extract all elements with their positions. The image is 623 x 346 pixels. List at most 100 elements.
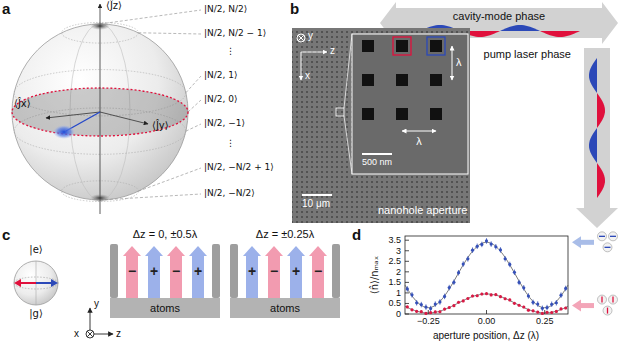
data-point <box>410 293 413 296</box>
axis-letter: z <box>330 45 335 57</box>
bloch-state: |g⟩ <box>29 308 43 320</box>
state-icon <box>598 295 607 304</box>
spin-arrowhead <box>51 279 58 287</box>
into-page-symbol <box>86 330 94 338</box>
nanohole <box>430 40 442 52</box>
data-point <box>443 295 446 298</box>
axis-letter: x <box>74 328 79 340</box>
sem-image <box>292 28 470 223</box>
data-point <box>429 307 432 310</box>
state-icon-arrow <box>599 236 605 237</box>
data-point <box>466 257 469 260</box>
data-point <box>504 297 507 300</box>
axis-arrow <box>301 52 327 53</box>
axis-title: aperture position, Δz (λ) <box>433 330 539 342</box>
state-icon-arrow <box>601 297 602 303</box>
field-arrowhead <box>243 246 261 256</box>
nanohole <box>430 74 442 86</box>
into-page-symbol <box>297 34 305 42</box>
panel-letter: a <box>2 0 10 17</box>
state-icon-arrow <box>612 297 613 303</box>
zoom-inset <box>352 34 468 174</box>
ellipsis: ⋮ <box>226 138 235 148</box>
nanohole <box>396 74 408 86</box>
data-point <box>564 306 567 309</box>
data-point <box>504 257 507 260</box>
atom-layer: atoms <box>230 298 340 318</box>
data-point <box>541 312 544 315</box>
tick-label: 2 <box>396 267 401 277</box>
illustration <box>12 2 618 338</box>
data-point <box>424 306 427 309</box>
cavity-mirror <box>332 244 340 298</box>
data-point <box>424 312 427 315</box>
data-point <box>564 287 567 290</box>
data-point <box>541 307 544 310</box>
state-icon <box>598 232 607 241</box>
field-arrow <box>312 256 324 298</box>
condition-label: Δz = ±0.25λ <box>256 228 314 241</box>
scale-label: 500 nm <box>362 157 392 167</box>
leader-line <box>188 100 201 112</box>
arrow-label: cavity-mode phase <box>453 10 545 23</box>
axis-letter: z <box>116 328 121 340</box>
charge-sign: + <box>248 263 256 279</box>
fit-curve <box>405 242 568 307</box>
scale-bar <box>362 153 392 155</box>
leader-line <box>186 124 201 131</box>
data-point <box>522 286 525 289</box>
panel-letter: b <box>290 0 299 17</box>
axis-label: ⟨Ĵy⟩ <box>152 120 169 132</box>
cavity-mirror <box>110 244 118 298</box>
field-arrow <box>170 256 182 298</box>
ket-state: |N/2, 1⟩ <box>204 70 237 80</box>
field-arrowhead <box>265 246 283 256</box>
bloch-sphere <box>14 261 58 305</box>
data-point <box>457 271 460 274</box>
panel-letter: d <box>352 226 361 243</box>
condition-label: Δz = 0, ±0.5λ <box>133 228 197 241</box>
highlight-box <box>427 37 445 55</box>
scale-label: 10 μm <box>302 198 330 210</box>
data-point <box>466 297 469 300</box>
wavelength-label: λ <box>456 56 462 69</box>
pointer-arrowhead <box>572 300 581 312</box>
nanohole <box>396 108 408 120</box>
plot-frame <box>405 236 568 314</box>
data-point <box>462 299 465 302</box>
leader-line <box>100 194 201 200</box>
data-point <box>490 242 493 245</box>
zoom-box <box>336 108 344 116</box>
data-point <box>499 248 502 251</box>
data-point <box>485 292 488 295</box>
tick-label: 3 <box>396 246 401 256</box>
field-arrowhead <box>309 246 327 256</box>
data-point <box>448 306 451 309</box>
axis-label: ⟨Ĵz⟩ <box>106 0 122 12</box>
data-point <box>545 306 548 309</box>
data-point <box>494 245 497 248</box>
ket-state: |N/2, −N/2⟩ <box>204 188 255 198</box>
field-arrow <box>148 256 160 298</box>
into-page-symbol <box>298 35 304 41</box>
ellipsis: ⋮ <box>226 46 235 56</box>
data-point <box>508 263 511 266</box>
data-point <box>438 300 441 303</box>
wavelength-arrow <box>452 46 453 80</box>
data-point <box>518 281 521 284</box>
tick-label: 0.00 <box>478 316 496 326</box>
state-icon-arrow <box>610 236 616 237</box>
cavity-mirror <box>212 244 220 298</box>
field-arrow <box>126 256 138 298</box>
data-point <box>499 295 502 298</box>
data-point <box>494 293 497 296</box>
panel-letter: c <box>2 226 10 243</box>
layer-label: atoms <box>270 302 300 315</box>
arrow-label: pump laser phase <box>484 48 571 61</box>
ket-state: |N/2, 0⟩ <box>204 94 237 104</box>
charge-sign: − <box>314 263 322 279</box>
ket-state: |N/2, −N/2 + 1⟩ <box>204 162 274 172</box>
phase-lobe <box>500 25 540 31</box>
pole-state <box>90 22 110 30</box>
field-arrow <box>192 256 204 298</box>
